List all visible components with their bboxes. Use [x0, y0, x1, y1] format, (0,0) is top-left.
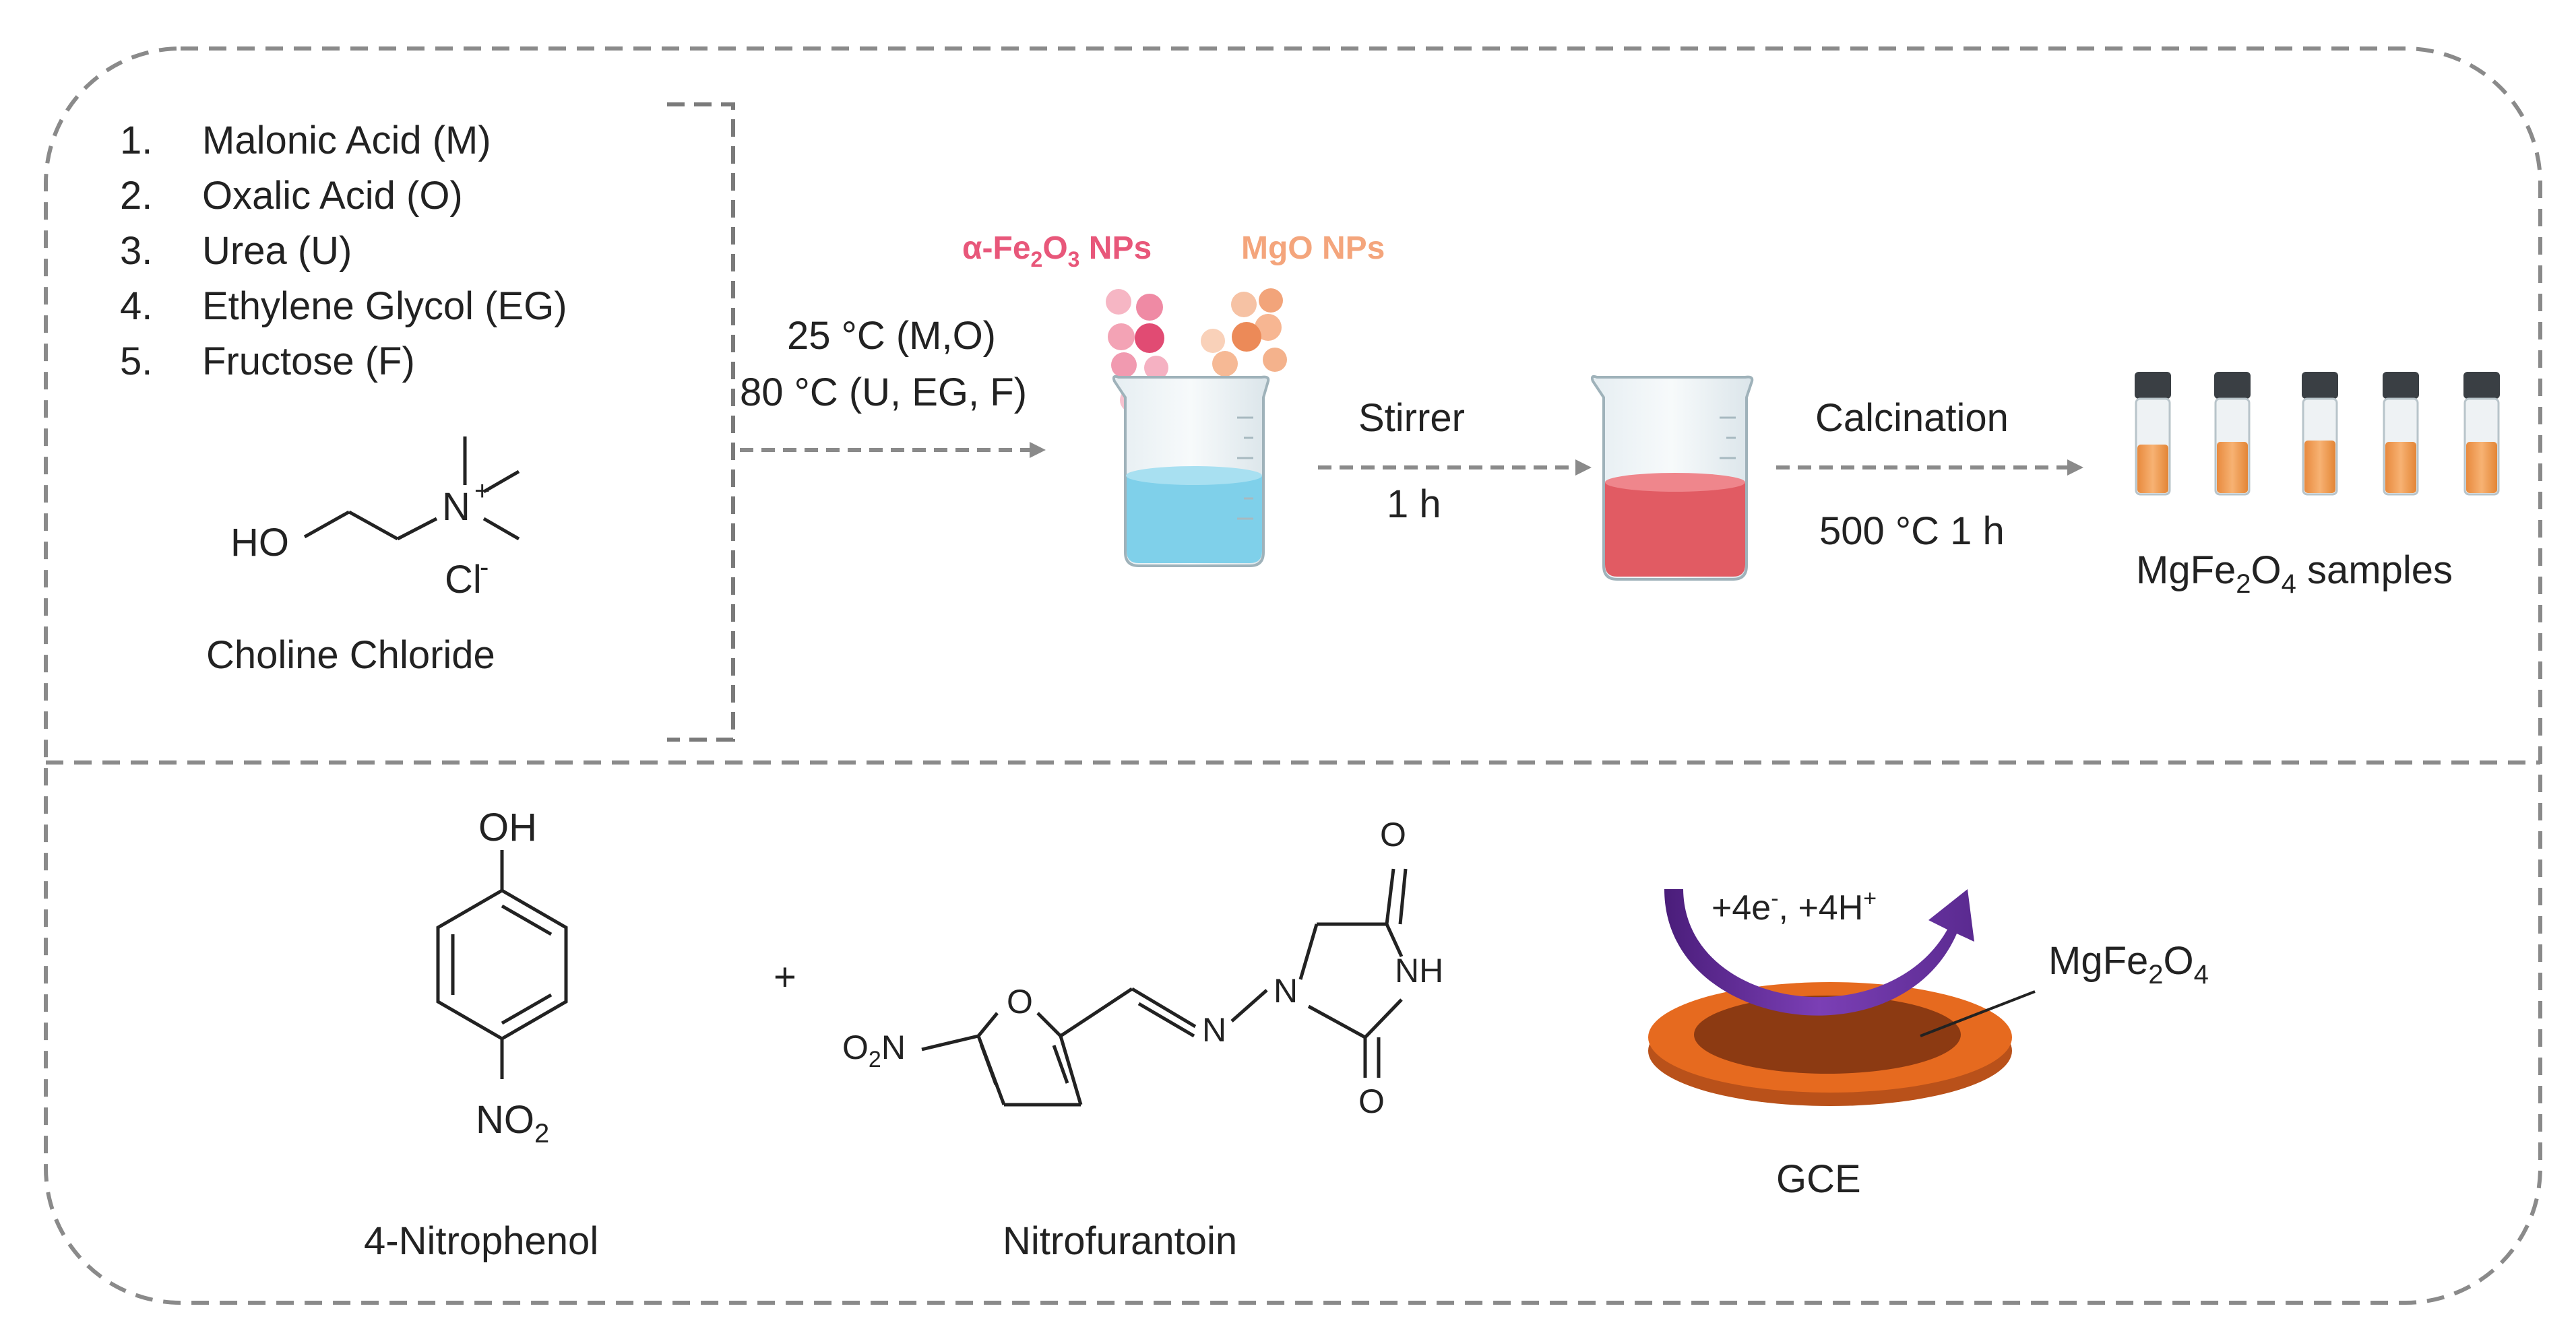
reagent-list: 1. Malonic Acid (M) 2. Oxalic Acid (O) 3…: [120, 119, 567, 383]
reagent-number: 2.: [120, 174, 152, 218]
reagent-number: 3.: [120, 229, 152, 273]
choline-ho-label: HO: [230, 521, 289, 564]
reaction-label: +4e-, +4H+: [1711, 886, 1877, 928]
reagent-number: 4.: [120, 284, 152, 328]
electrode-mgfe2o4-label: MgFe2O4: [2048, 939, 2209, 990]
carbonyl-o-top-label: O: [1380, 816, 1406, 853]
calcination-label: Calcination: [1815, 396, 2009, 440]
choline-chloride-name: Choline Chloride: [206, 633, 495, 677]
reagent-number: 5.: [120, 339, 152, 383]
stirrer-time-label: 1 h: [1387, 482, 1441, 526]
nitrofurantoin-structure: [921, 868, 1408, 1107]
mgfe2o4-pointer-line: [1920, 990, 2036, 1037]
nh-label: NH: [1395, 952, 1443, 990]
gce-electrode: [1648, 982, 2012, 1106]
product-label: MgFe2O4 samples: [2136, 548, 2453, 599]
carbonyl-o-bottom-label: O: [1358, 1082, 1385, 1120]
reagent-name: Malonic Acid (M): [202, 119, 491, 162]
ring-n-label: N: [1274, 972, 1298, 1010]
mgo-nanoparticles: [1201, 288, 1287, 403]
reagent-name: Ethylene Glycol (EG): [202, 284, 567, 328]
nitrophenol-no2-label: NO2: [476, 1098, 549, 1148]
reagent-name: Fructose (F): [202, 339, 415, 383]
furan-oxygen-label: O: [1007, 983, 1033, 1020]
choline-n-label: N: [442, 485, 470, 529]
nitrophenol-structure: [436, 850, 568, 1079]
imine-n-label: N: [1202, 1011, 1226, 1049]
plus-sign: +: [774, 955, 796, 999]
choline-chloride-structure: [303, 436, 520, 541]
step1-condition-1: 25 °C (M,O): [787, 314, 996, 358]
reagent-bracket: [667, 102, 735, 742]
choline-cl-charge: -: [480, 552, 489, 582]
step3-arrowhead: [2067, 459, 2083, 476]
choline-cl-label: Cl: [445, 558, 482, 602]
mgo-nps-label: MgO NPs: [1241, 230, 1385, 266]
nitrofurantoin-name: Nitrofurantoin: [1003, 1219, 1237, 1263]
stirrer-label: Stirrer: [1358, 396, 1465, 440]
gce-label: GCE: [1776, 1157, 1861, 1201]
nitrophenol-name: 4-Nitrophenol: [364, 1219, 598, 1263]
vial: [2463, 372, 2500, 496]
sample-vials: [2135, 372, 2500, 496]
step2-arrowhead: [1575, 459, 1592, 476]
fe2o3-nps-label: α-Fe2O3 NPs: [962, 230, 1152, 271]
choline-n-charge: +: [474, 476, 490, 506]
reagent-name: Urea (U): [202, 229, 352, 273]
step1-condition-2: 80 °C (U, EG, F): [740, 370, 1027, 414]
reagent-name: Oxalic Acid (O): [202, 174, 463, 218]
beaker-red: [1590, 375, 1754, 581]
vial: [2214, 372, 2251, 496]
nitrophenol-oh-label: OH: [478, 806, 537, 849]
vial: [2302, 372, 2338, 496]
beaker-blue: [1112, 375, 1270, 567]
vial: [2383, 372, 2419, 496]
nitro-group-label: O2N: [842, 1029, 906, 1072]
vial: [2135, 372, 2171, 496]
electron-transfer-arrow: [1664, 889, 1974, 1016]
reagent-number: 1.: [120, 119, 152, 162]
outer-dashed-frame: [44, 46, 2542, 1305]
step1-arrowhead: [1030, 442, 1046, 458]
calcination-condition-label: 500 °C 1 h: [1819, 509, 2005, 553]
